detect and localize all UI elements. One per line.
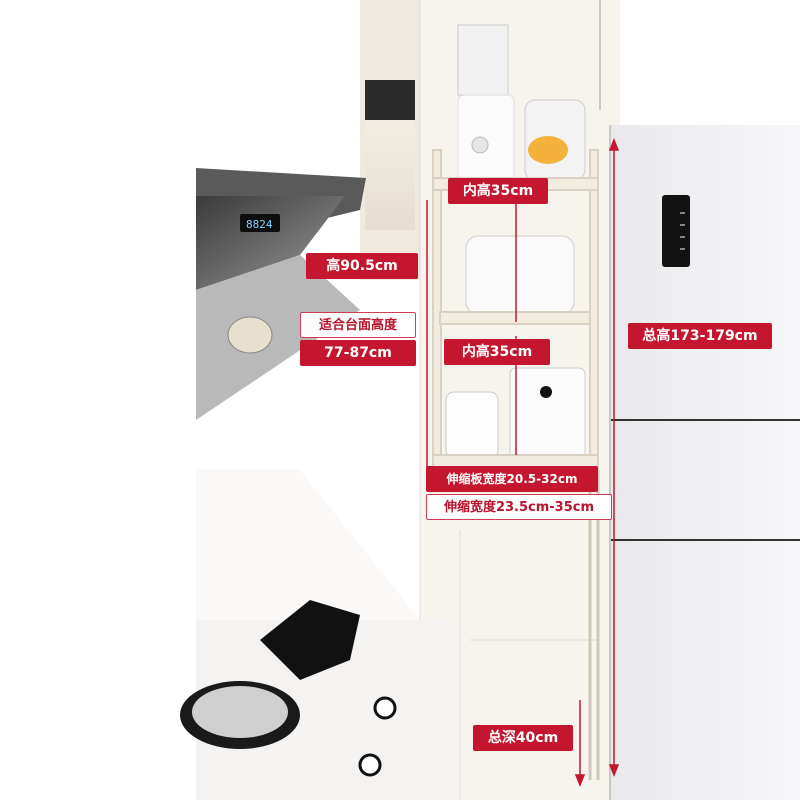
label-total-height: 总高173-179cm [628,323,772,349]
label-extend-width: 伸缩宽度23.5cm-35cm [426,494,612,520]
label-hood-height: 高90.5cm [306,253,418,279]
rack-extension-legs [588,470,600,780]
range-hood: 8824 [196,168,366,420]
label-shelf-inner-height-top: 内高35cm [448,178,548,204]
label-countertop-fit: 适合台面高度 [300,312,416,338]
dimension-lines [426,137,620,788]
svg-text:8824: 8824 [246,218,273,231]
countertop-stove [180,470,456,800]
label-shelf-inner-height-mid: 内高35cm [444,339,550,365]
label-countertop-range: 77-87cm [300,340,416,366]
refrigerator [609,125,800,800]
label-total-depth: 总深40cm [473,725,573,751]
appliances [445,24,586,461]
label-extend-board-width: 伸缩板宽度20.5-32cm [426,466,598,492]
